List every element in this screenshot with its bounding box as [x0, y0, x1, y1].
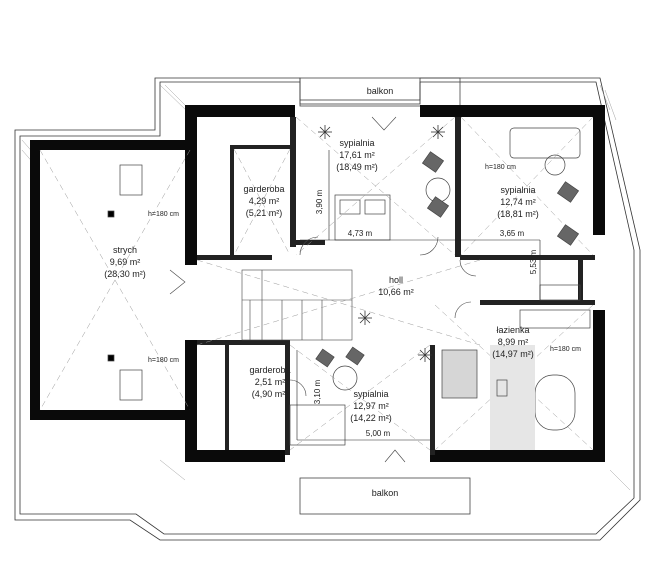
- room-diagonals: [39, 116, 594, 451]
- bed-bottom: [289, 404, 346, 446]
- garderoba-bottom-area: 2,51 m²: [255, 377, 286, 387]
- dim-310: 3,10 m: [313, 379, 322, 404]
- dim-365: 3,65 m: [500, 229, 525, 238]
- exterior-walls: [30, 105, 605, 462]
- height-label-lazienka: h=180 cm: [550, 346, 581, 353]
- lazienka-name: łazienka: [496, 325, 529, 335]
- bathroom-area: [490, 345, 535, 450]
- dimension-labels: 3,90 m 4,73 m 3,65 m 5,53 m 3,10 m 5,00 …: [313, 189, 538, 438]
- room-labels: strych 9,69 m² (28,30 m²) garderoba 4,29…: [104, 138, 539, 423]
- sypialnia-right-area-total: (18,81 m²): [497, 209, 539, 219]
- sypialnia-right-name: sypialnia: [500, 185, 535, 195]
- dimension-lines: [296, 150, 541, 441]
- door-swings: [169, 116, 477, 463]
- height-label-strych-bottom: h=180 cm: [148, 357, 179, 364]
- sypialnia-bottom-name: sypialnia: [353, 389, 388, 399]
- roof-outline: [14, 77, 641, 541]
- sypialnia-bottom-area-total: (14,22 m²): [350, 413, 392, 423]
- bathtub-top: [509, 127, 581, 159]
- height-labels: h=180 cm h=180 cm h=180 cm h=180 cm: [148, 164, 581, 364]
- height-label-sypialnia-right: h=180 cm: [485, 164, 516, 171]
- lazienka-area: 8,99 m²: [498, 337, 529, 347]
- garderoba-top-name: garderoba: [243, 184, 284, 194]
- dim-553: 5,53 m: [529, 249, 538, 274]
- sypialnia-top-area: 17,61 m²: [339, 150, 375, 160]
- lazienka-area-total: (14,97 m²): [492, 349, 534, 359]
- balcony-top-label: balkon: [367, 86, 394, 96]
- strych-name: strych: [113, 245, 137, 255]
- strych-area: 9,69 m²: [110, 257, 141, 267]
- balcony-bottom: [299, 477, 471, 515]
- furniture: [107, 127, 591, 450]
- staircase: [241, 269, 353, 341]
- garderoba-bottom-name: garderoba: [249, 365, 290, 375]
- garderoba-top-area: 4,29 m²: [249, 196, 280, 206]
- height-label-strych-top: h=180 cm: [148, 211, 179, 218]
- sypialnia-right-area: 12,74 m²: [500, 197, 536, 207]
- interior-walls: [197, 117, 595, 455]
- balcony-top: [299, 77, 461, 107]
- holl-area: 10,66 m²: [378, 287, 414, 297]
- desk-right: [539, 284, 581, 301]
- holl-name: holl: [389, 275, 403, 285]
- dim-390: 3,90 m: [315, 189, 324, 214]
- plant-icons: [318, 125, 445, 362]
- sypialnia-top-name: sypialnia: [339, 138, 374, 148]
- balcony-bottom-label: balkon: [372, 488, 399, 498]
- sypialnia-top-area-total: (18,49 m²): [336, 162, 378, 172]
- strych-area-total: (28,30 m²): [104, 269, 146, 279]
- shower: [441, 349, 478, 399]
- garderoba-bottom-area-total: (4,90 m²): [252, 389, 289, 399]
- dim-500: 5,00 m: [366, 429, 391, 438]
- sypialnia-bottom-area: 12,97 m²: [353, 401, 389, 411]
- vanity: [519, 309, 591, 329]
- dim-473: 4,73 m: [348, 229, 373, 238]
- garderoba-top-area-total: (5,21 m²): [246, 208, 283, 218]
